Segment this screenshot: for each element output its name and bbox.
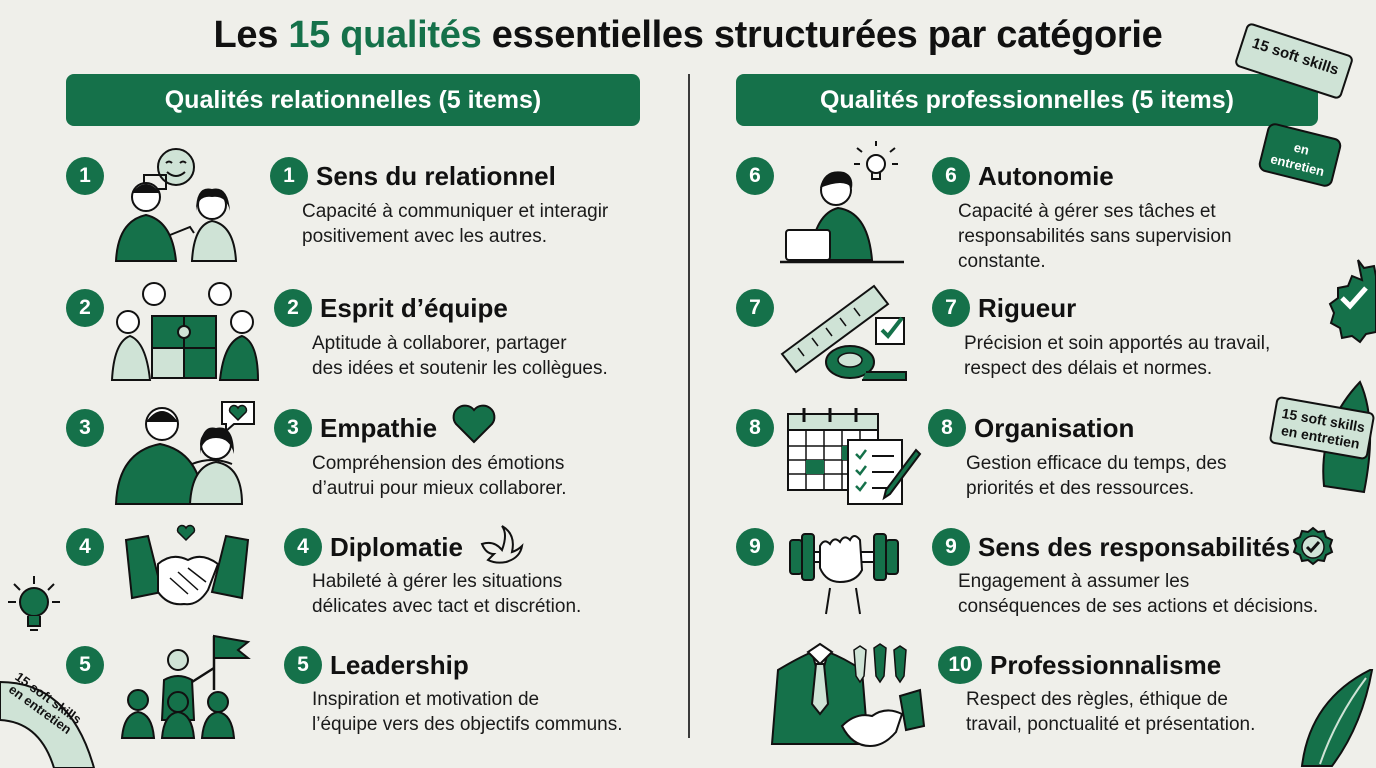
item-6-title-text: Autonomie <box>978 160 1114 191</box>
item-3-badge: 3 <box>66 409 104 447</box>
item-2-description: Aptitude à collaborer, partager des idées… <box>312 331 608 381</box>
item-6-badge: 6 <box>736 157 774 195</box>
suit-handshake-icon <box>770 642 926 748</box>
item-2-desc-line: Aptitude à collaborer, partager <box>312 333 567 354</box>
item-9-number: 9 <box>932 528 970 566</box>
item-6-desc-line: constante. <box>958 251 1046 272</box>
item-8-desc-line: Gestion efficace du temps, des <box>966 453 1227 474</box>
handshake-icon <box>124 524 250 606</box>
dumbbell-fist-icon <box>789 533 899 615</box>
conversation-icon <box>114 148 238 262</box>
item-2-number: 2 <box>274 289 312 327</box>
item-10-title: 10 Professionnalisme <box>938 646 1221 684</box>
leaf-decoration-bottom-icon <box>1300 669 1374 767</box>
page-title: Les 15 qualités essentielles structurées… <box>0 14 1376 57</box>
item-5-desc-line: Inspiration et motivation de <box>312 689 540 710</box>
item-6-desc-line: responsabilités sans supervision <box>958 226 1232 247</box>
item-1-number: 1 <box>270 157 308 195</box>
item-3-desc-line: Compréhension des émotions <box>312 453 565 474</box>
title-accent: 15 qualités <box>288 14 482 56</box>
item-8-title-text: Organisation <box>974 412 1135 443</box>
item-3-title: 3 Empathie <box>274 409 437 447</box>
item-6-description: Capacité à gérer ses tâches et responsabi… <box>958 199 1232 274</box>
item-2-badge: 2 <box>66 289 104 327</box>
item-1-description: Capacité à communiquer et interagir posit… <box>302 199 608 249</box>
item-8-desc-line: priorités et des ressources. <box>966 478 1195 499</box>
item-4-desc-line: Habileté à gérer les situations <box>312 571 563 592</box>
check-badge-icon <box>1292 526 1334 566</box>
item-4-title-text: Diplomatie <box>330 531 463 562</box>
item-7-title-text: Rigueur <box>978 292 1077 323</box>
leadership-icon <box>120 634 251 739</box>
item-2-title-text: Esprit d’équipe <box>320 292 508 323</box>
item-6-title: 6 Autonomie <box>932 157 1114 195</box>
calendar-checklist-icon <box>787 408 922 505</box>
category-relational: Qualités relationnelles (5 items) <box>66 74 640 126</box>
item-3-number: 3 <box>274 409 312 447</box>
item-8-description: Gestion efficace du temps, des priorités … <box>966 451 1227 501</box>
item-6-number: 6 <box>932 157 970 195</box>
column-divider <box>688 74 690 738</box>
item-4-desc-line: délicates avec tact et discrétion. <box>312 596 582 617</box>
empathy-hug-icon <box>114 401 255 505</box>
item-8-title: 8 Organisation <box>928 409 1134 447</box>
item-2-title: 2 Esprit d’équipe <box>274 289 508 327</box>
item-7-description: Précision et soin apportés au travail, re… <box>964 331 1270 381</box>
item-7-title: 7 Rigueur <box>932 289 1076 327</box>
item-3-title-text: Empathie <box>320 412 438 443</box>
item-10-desc-line: Respect des règles, éthique de <box>966 689 1228 710</box>
item-4-number: 4 <box>284 528 322 566</box>
item-3-description: Compréhension des émotions d’autrui pour … <box>312 451 567 501</box>
item-8-number: 8 <box>928 409 966 447</box>
item-5-title: 5 Leadership <box>284 646 469 684</box>
check-seal-icon <box>1328 259 1376 344</box>
item-7-number: 7 <box>932 289 970 327</box>
item-9-description: Engagement à assumer les conséquences de … <box>958 569 1318 619</box>
laptop-worker-icon <box>780 141 904 264</box>
item-1-title: 1 Sens du relationnel <box>270 157 556 195</box>
item-4-description: Habileté à gérer les situations délicates… <box>312 569 581 619</box>
item-5-number: 5 <box>284 646 322 684</box>
item-10-description: Respect des règles, éthique de travail, p… <box>966 687 1255 737</box>
item-1-title-text: Sens du relationnel <box>316 160 556 191</box>
item-6-desc-line: Capacité à gérer ses tâches et <box>958 201 1216 222</box>
item-9-desc-line: Engagement à assumer les <box>958 571 1190 592</box>
ruler-measure-icon <box>780 284 907 381</box>
category-professional: Qualités professionnelles (5 items) <box>736 74 1318 126</box>
heart-icon <box>452 404 496 444</box>
item-10-number: 10 <box>938 646 982 684</box>
item-10-desc-line: travail, ponctualité et présentation. <box>966 714 1256 735</box>
item-1-badge: 1 <box>66 157 104 195</box>
item-5-description: Inspiration et motivation de l’équipe ver… <box>312 687 622 737</box>
item-4-title: 4 Diplomatie <box>284 528 463 566</box>
item-8-badge: 8 <box>736 409 774 447</box>
item-1-desc-line: Capacité à communiquer et interagir <box>302 201 609 222</box>
item-7-badge: 7 <box>736 289 774 327</box>
item-2-desc-line: des idées et soutenir les collègues. <box>312 358 608 379</box>
item-4-badge: 4 <box>66 528 104 566</box>
item-5-title-text: Leadership <box>330 649 469 680</box>
team-puzzle-icon <box>110 282 260 381</box>
item-5-badge: 5 <box>66 646 104 684</box>
item-3-desc-line: d’autrui pour mieux collaborer. <box>312 478 567 499</box>
item-9-title-text: Sens des responsabilités <box>978 531 1291 562</box>
item-9-badge: 9 <box>736 528 774 566</box>
item-10-title-text: Professionnalisme <box>990 649 1222 680</box>
item-1-desc-line: positivement avec les autres. <box>302 226 548 247</box>
item-9-desc-line: conséquences de ses actions et décisions… <box>958 596 1319 617</box>
title-suffix: essentielles structurées par catégorie <box>481 14 1163 56</box>
lightbulb-icon <box>8 576 60 631</box>
item-7-desc-line: Précision et soin apportés au travail, <box>964 333 1271 354</box>
dove-icon <box>480 525 524 564</box>
item-5-desc-line: l’équipe vers des objectifs communs. <box>312 714 623 735</box>
item-9-title: 9 Sens des responsabilités <box>932 528 1290 566</box>
title-prefix: Les <box>213 14 289 56</box>
item-7-desc-line: respect des délais et normes. <box>964 358 1213 379</box>
